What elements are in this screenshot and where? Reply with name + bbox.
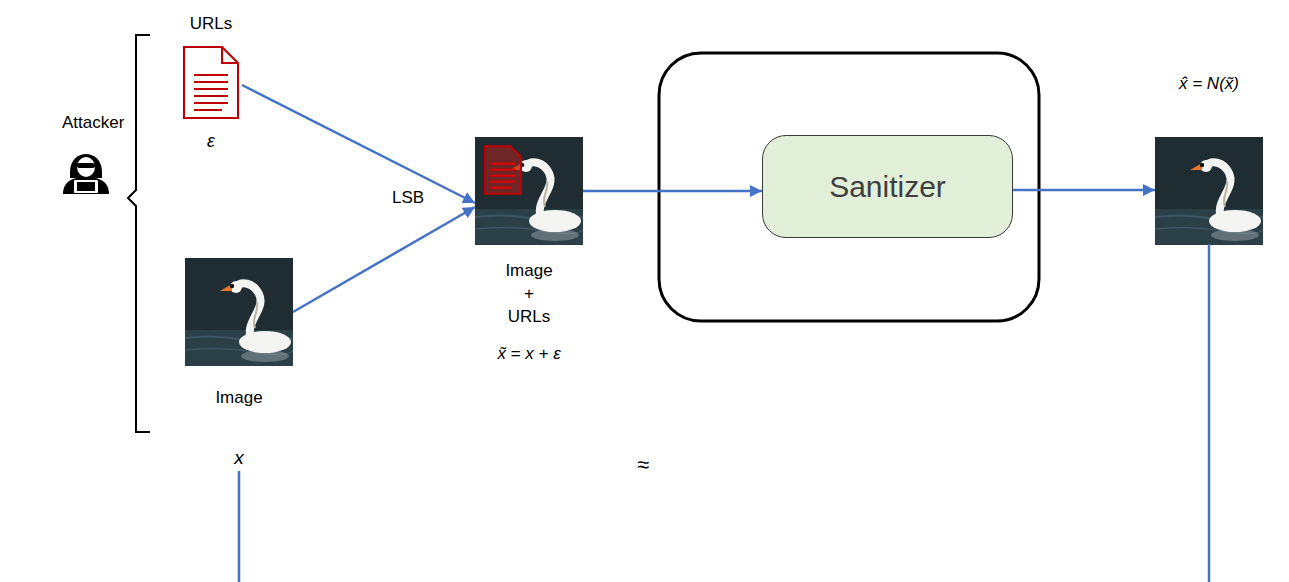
method-label: LSB	[392, 188, 424, 208]
flow-arrow	[583, 190, 762, 193]
flow-arrow	[1013, 189, 1155, 192]
stego-image: Image + URLs x̃ = x + ε	[475, 137, 583, 365]
sanitized-image	[1155, 137, 1263, 245]
url-file: URLs ε	[180, 12, 242, 153]
attacker-icon	[63, 154, 109, 194]
stego-image	[475, 137, 583, 245]
picture-slot	[529, 137, 530, 245]
bracket	[128, 35, 150, 432]
node-caption: x̃ = x + ε	[497, 342, 560, 365]
node-caption: ε	[207, 129, 215, 153]
node-caption: Image + URLs	[505, 259, 552, 328]
process-box: Sanitizer	[762, 135, 1013, 238]
url-document-icon	[184, 47, 238, 118]
swan-image	[185, 258, 293, 366]
node-caption: x	[234, 445, 244, 471]
embedded-document-icon	[485, 146, 521, 193]
node-caption: x̂ = N(x̃)	[1179, 72, 1239, 95]
node-caption: URLs	[190, 12, 233, 35]
actor-label: Attacker	[62, 113, 124, 133]
cover-image: Image x	[185, 258, 293, 471]
edge-label: ≈	[634, 452, 652, 478]
flow-arrow	[242, 85, 475, 203]
node-caption: Image	[215, 386, 262, 409]
picture-slot	[239, 258, 240, 366]
picture-slot	[1209, 136, 1210, 244]
flow-arrow	[239, 244, 1209, 582]
output-image: x̂ = N(x̃)	[1155, 72, 1263, 244]
sanitizer-enclosure	[659, 53, 1039, 321]
flow-arrow	[293, 207, 475, 312]
picture-slot	[211, 45, 212, 123]
process-label: Sanitizer	[829, 166, 946, 207]
